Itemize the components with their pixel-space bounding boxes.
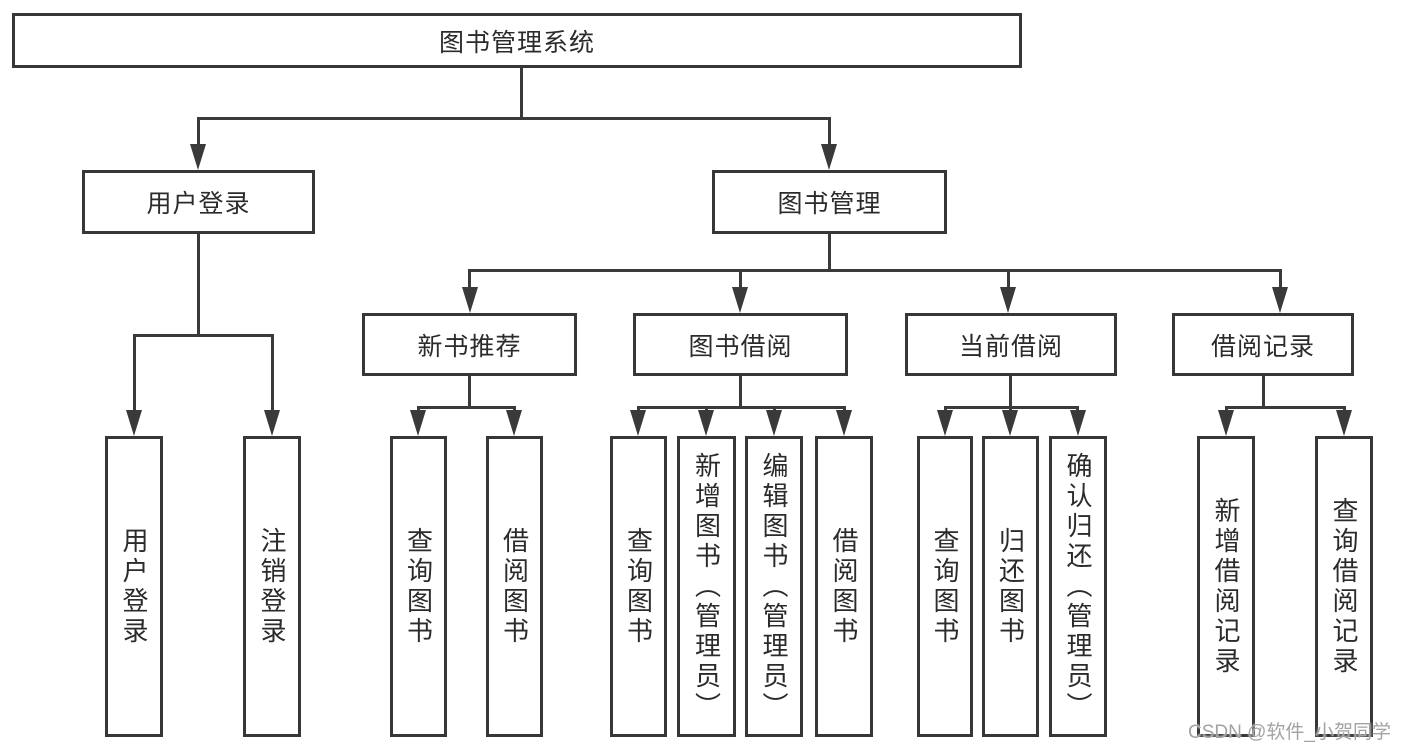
connector-line: [739, 270, 742, 292]
leaf-user-login: 用户登录: [105, 436, 163, 737]
leaf-label: 新增借阅记录: [1211, 496, 1241, 677]
arrowhead-icon: [126, 410, 142, 436]
arrowhead-icon: [1272, 287, 1288, 313]
leaf-edit-books-admin: 编辑图书（管理员）: [745, 436, 803, 737]
connector-line: [271, 334, 274, 412]
leaf-borrow-books: 借阅图书: [815, 436, 873, 737]
leaf-logout: 注销登录: [243, 436, 301, 737]
connector-line: [637, 406, 846, 409]
connector-line: [1009, 375, 1012, 408]
leaf-add-books-admin: 新增图书（管理员）: [677, 436, 736, 737]
node-new-book-recommendation: 新书推荐: [362, 313, 577, 376]
connector-line: [1225, 406, 1346, 409]
watermark: CSDN @软件_小贺同学: [1188, 722, 1391, 743]
node-label: 借阅记录: [1210, 332, 1315, 361]
node-label: 图书管理: [777, 190, 882, 218]
connector-line: [739, 375, 742, 408]
arrowhead-icon: [766, 410, 782, 436]
connector-line: [828, 118, 831, 150]
node-label: 用户登录: [146, 190, 251, 218]
leaf-add-borrow-record: 新增借阅记录: [1197, 436, 1255, 737]
arrowhead-icon: [462, 287, 478, 313]
connector-line: [468, 375, 471, 408]
leaf-label: 用户登录: [119, 526, 149, 647]
connector-line: [133, 334, 274, 337]
leaf-query-books-current: 查询图书: [917, 436, 973, 737]
leaf-label: 借阅图书: [499, 526, 530, 647]
connector-line: [133, 334, 136, 412]
arrowhead-icon: [630, 410, 646, 436]
node-current-borrowing: 当前借阅: [905, 313, 1117, 376]
arrowhead-icon: [937, 410, 953, 436]
leaf-label: 确认归还（管理员）: [1063, 451, 1093, 722]
leaf-query-books-recommend: 查询图书: [390, 436, 447, 737]
leaf-return-books: 归还图书: [982, 436, 1039, 737]
connector-line: [468, 269, 1282, 272]
connector-line: [1262, 375, 1265, 408]
connector-line: [520, 67, 523, 118]
node-label: 图书管理系统: [438, 28, 595, 57]
leaf-label: 归还图书: [995, 526, 1026, 647]
leaf-query-books-borrow: 查询图书: [610, 436, 667, 737]
connector-line: [1279, 270, 1282, 292]
leaf-confirm-return-admin: 确认归还（管理员）: [1049, 436, 1107, 737]
node-label: 图书借阅: [688, 332, 793, 361]
arrowhead-icon: [1336, 410, 1352, 436]
leaf-label: 查询图书: [403, 526, 434, 647]
arrowhead-icon: [190, 144, 206, 170]
leaf-label: 查询借阅记录: [1329, 496, 1359, 677]
leaf-label: 借阅图书: [829, 526, 859, 647]
arrowhead-icon: [821, 144, 837, 170]
leaf-label: 编辑图书（管理员）: [759, 451, 789, 722]
arrowhead-icon: [1070, 410, 1086, 436]
node-library-management-system: 图书管理系统: [12, 13, 1022, 68]
arrowhead-icon: [732, 287, 748, 313]
arrowhead-icon: [264, 410, 280, 436]
arrowhead-icon: [1000, 287, 1016, 313]
leaf-query-borrow-record: 查询借阅记录: [1315, 436, 1373, 737]
arrowhead-icon: [836, 410, 852, 436]
node-label: 新书推荐: [417, 332, 522, 361]
node-label: 当前借阅: [958, 332, 1063, 361]
node-borrowing-records: 借阅记录: [1172, 313, 1354, 376]
connector-line: [1007, 270, 1010, 292]
arrowhead-icon: [410, 410, 426, 436]
leaf-borrow-books-recommend: 借阅图书: [486, 436, 543, 737]
connector-line: [197, 117, 831, 120]
connector-line: [417, 406, 516, 409]
arrowhead-icon: [698, 410, 714, 436]
arrowhead-icon: [1218, 410, 1234, 436]
connector-line: [468, 270, 471, 292]
connector-line: [197, 118, 200, 150]
arrowhead-icon: [506, 410, 522, 436]
leaf-label: 新增图书（管理员）: [691, 451, 722, 722]
leaf-label: 查询图书: [623, 526, 654, 647]
node-book-borrowing: 图书借阅: [633, 313, 848, 376]
leaf-label: 注销登录: [257, 526, 287, 647]
node-book-management: 图书管理: [712, 170, 947, 234]
leaf-label: 查询图书: [930, 526, 960, 647]
connector-line: [828, 232, 831, 272]
connector-line: [197, 232, 200, 336]
node-user-login: 用户登录: [82, 170, 315, 234]
arrowhead-icon: [1002, 410, 1018, 436]
